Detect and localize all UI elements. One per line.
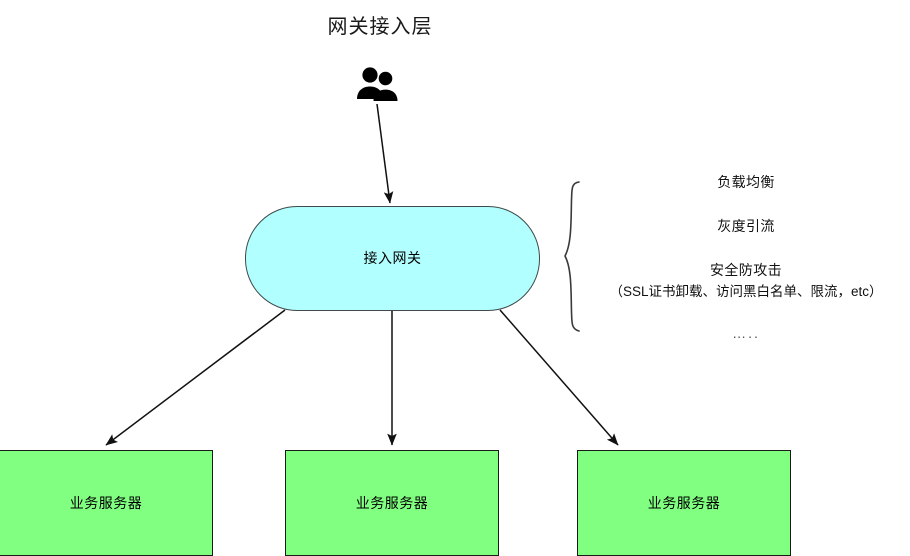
annotation-item-load-balancing: 负载均衡	[717, 174, 775, 190]
service-node[interactable]: 业务服务器	[0, 450, 213, 556]
service-node-label: 业务服务器	[355, 494, 429, 511]
service-node-label: 业务服务器	[647, 494, 721, 511]
annotation-item-gray-release: 灰度引流	[717, 218, 775, 235]
service-node-label: 业务服务器	[69, 494, 143, 511]
annotation-list: 负载均衡 灰度引流 安全防攻击 （SSL证书卸载、访问黑白名单、限流，etc） …	[585, 172, 907, 344]
service-node[interactable]: 业务服务器	[285, 450, 499, 556]
page-title: 网关接入层	[327, 16, 433, 38]
edge-users-to-gateway	[376, 103, 394, 204]
service-node[interactable]: 业务服务器	[577, 450, 791, 556]
edge-gateway-to-service-1	[105, 309, 286, 446]
annotation-item-security-detail: （SSL证书卸载、访问黑白名单、限流，etc）	[609, 283, 883, 299]
gateway-node[interactable]: 接入网关	[245, 206, 540, 311]
users-icon	[356, 66, 402, 102]
annotation-item-ellipsis: …..	[732, 325, 760, 342]
gateway-node-label: 接入网关	[363, 250, 422, 267]
annotation-item-security: 安全防攻击	[710, 261, 782, 278]
curly-brace-icon	[564, 181, 580, 332]
